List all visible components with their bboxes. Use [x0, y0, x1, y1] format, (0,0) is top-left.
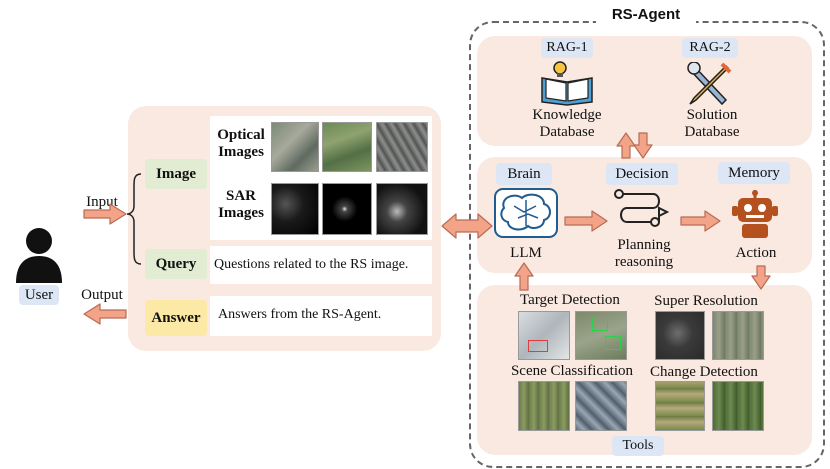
user-label: User — [19, 285, 59, 305]
brain-tag: Brain — [496, 163, 552, 185]
query-text: Questions related to the RS image. — [214, 257, 409, 272]
llm-label: LLM — [510, 245, 542, 261]
answer-text: Answers from the RS-Agent. — [218, 307, 382, 322]
planning-to-action-arrow — [680, 210, 721, 232]
brain-icon — [494, 188, 558, 238]
optical-image-2 — [322, 122, 372, 172]
bidirectional-arrow — [441, 213, 493, 239]
answer-box — [210, 296, 432, 336]
optical-image-3 — [376, 122, 428, 172]
sar-image-3 — [376, 183, 428, 235]
tools-icon — [687, 62, 732, 106]
solution-db-label: Solution Database — [684, 107, 740, 140]
sar-label: SAR Images — [218, 188, 264, 221]
tools-to-llm-arrow — [514, 262, 534, 291]
action-to-tools-arrow — [751, 265, 771, 290]
scene-classification-image-1 — [518, 381, 570, 431]
rag1-tag: RAG-1 — [541, 38, 593, 58]
book-icon — [541, 61, 593, 106]
target-detection-label: Target Detection — [520, 292, 620, 308]
query-box — [210, 246, 432, 284]
tools-tag: Tools — [612, 436, 664, 456]
change-detection-image-1 — [655, 381, 705, 431]
optical-image-1 — [271, 122, 319, 172]
image-tag: Image — [145, 159, 207, 189]
target-detection-image-2 — [575, 311, 627, 360]
action-label: Action — [735, 245, 777, 261]
rag2-tag: RAG-2 — [682, 38, 738, 58]
input-arrow — [83, 203, 127, 225]
detection-box-3 — [528, 340, 548, 352]
decision-tag: Decision — [606, 163, 678, 185]
output-arrow — [83, 303, 127, 325]
user-icon — [16, 228, 62, 283]
memory-tag: Memory — [718, 162, 790, 184]
rs-agent-title: RS-Agent — [596, 6, 696, 23]
brain-to-planning-arrow — [564, 210, 608, 232]
optical-label: Optical Images — [217, 127, 265, 160]
image-query-bracket — [126, 173, 142, 265]
super-resolution-image-2 — [712, 311, 764, 360]
change-detection-label: Change Detection — [650, 364, 758, 380]
detection-box-2 — [605, 336, 621, 350]
change-detection-image-2 — [712, 381, 764, 431]
sar-image-1 — [271, 183, 319, 235]
rag-panel — [477, 36, 812, 146]
scene-classification-label: Scene Classification — [510, 363, 634, 379]
planning-label: Planning reasoning — [614, 237, 674, 270]
query-tag: Query — [145, 249, 207, 279]
rag-to-decision-arrow — [633, 132, 653, 159]
super-resolution-label: Super Resolution — [654, 293, 758, 309]
output-label: Output — [81, 287, 123, 303]
knowledge-db-label: Knowledge Database — [532, 107, 602, 140]
detection-box-1 — [592, 317, 608, 331]
robot-icon — [732, 190, 778, 238]
scene-classification-image-2 — [575, 381, 627, 431]
super-resolution-image-1 — [655, 311, 705, 360]
planning-icon — [614, 189, 670, 227]
answer-tag: Answer — [145, 300, 207, 336]
sar-image-2 — [322, 183, 372, 235]
decision-to-rag-arrow — [616, 132, 636, 159]
